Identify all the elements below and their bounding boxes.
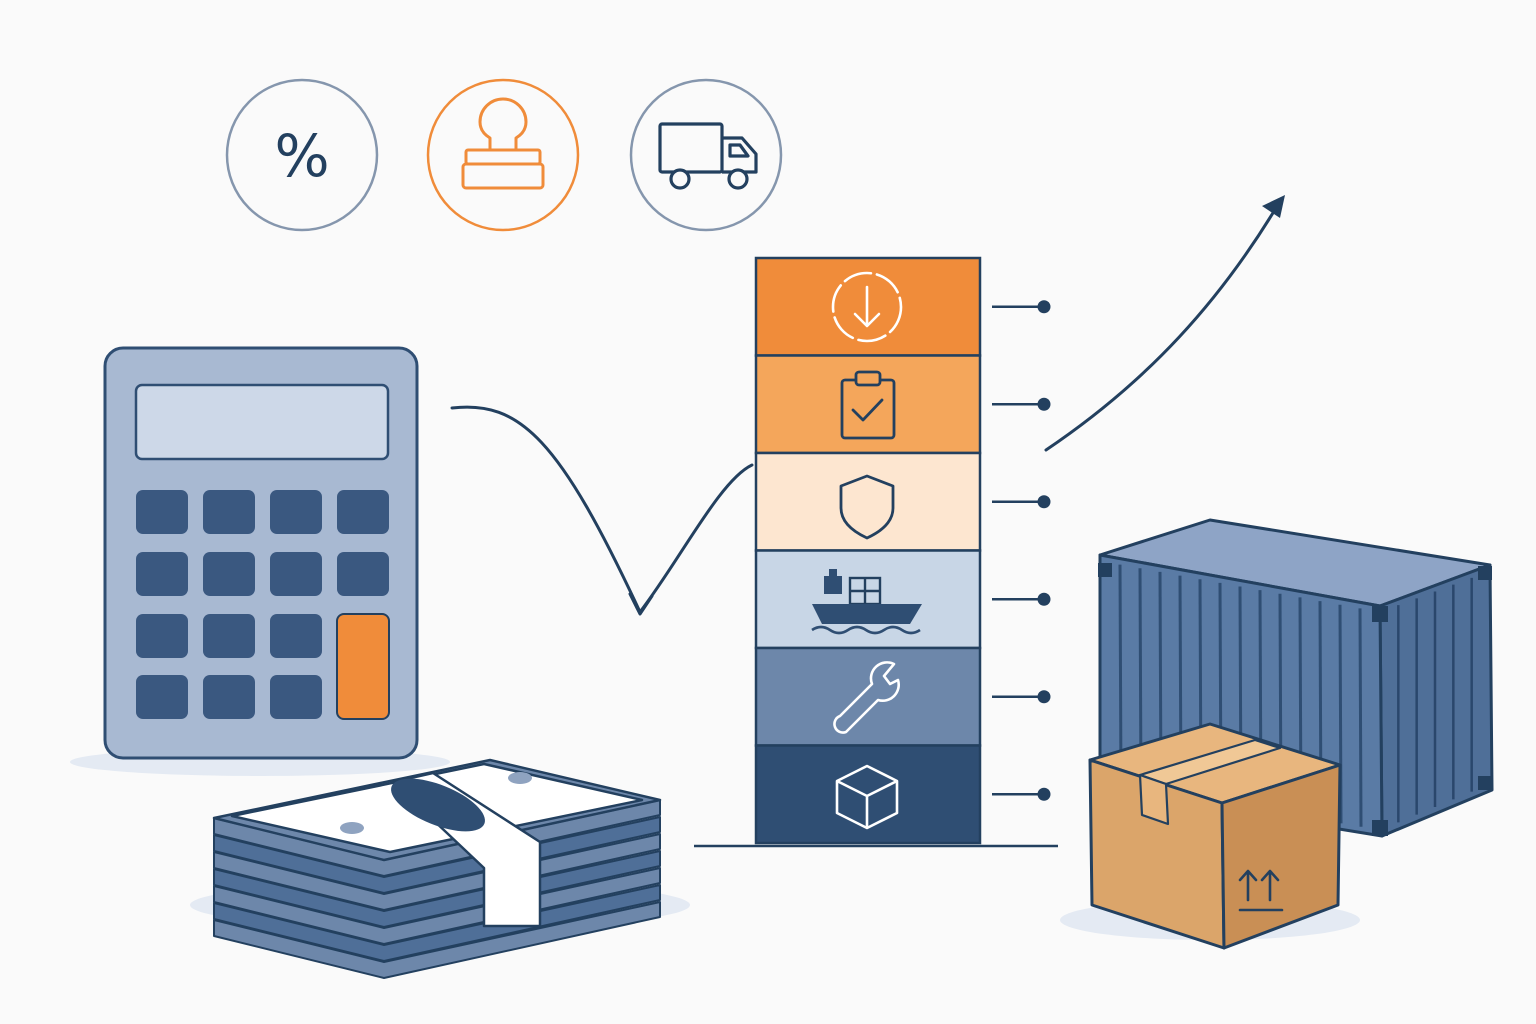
download-icon [831,271,903,343]
leader-dot [1037,690,1051,704]
leader-dot [1037,495,1051,509]
delivery-truck-icon [629,78,783,232]
container-rib [1358,608,1363,827]
growth-arrow [1044,195,1285,452]
percent-icon: % [225,78,379,232]
calculator-key [337,490,389,534]
cardboard-box-icon [1060,722,1360,950]
bill-layer [213,850,661,928]
calculator-key [270,675,322,719]
calculator-key [136,614,188,658]
cost-stack [694,256,1058,848]
bill-layer [213,884,661,962]
cost-segment [754,451,982,552]
leader-dot [1037,592,1051,606]
clipboard-check-icon [840,370,896,440]
bill-layer [213,901,661,979]
calculator-key [203,675,255,719]
calculator-key [203,614,255,658]
calculator-key [337,552,389,596]
calculator-keypad [136,490,390,720]
leader-dot [1037,787,1051,801]
rubber-stamp-icon [426,78,580,232]
cash-stack-icon [190,758,690,979]
wrench-icon [833,661,900,734]
leader-dot [1037,300,1051,314]
calculator-key [136,490,188,534]
top-icon-row: % [225,78,783,232]
calculator-icon [70,346,450,776]
calculator-key [270,490,322,534]
bill-layer [213,833,661,911]
calculator-key [270,614,322,658]
leader-dot [1037,397,1051,411]
calculator-key [203,490,255,534]
calculator-key [136,675,188,719]
calculator-equals-key [336,613,390,720]
cube-icon [835,764,899,830]
flow-line [450,405,754,616]
calculator-key [203,552,255,596]
percent-glyph: % [274,122,329,190]
cargo-ship-icon [811,569,922,635]
cost-segment [754,646,982,747]
calculator-key [270,552,322,596]
calculator-key [136,552,188,596]
bill-layer [213,816,661,894]
bill-layer [213,867,661,945]
calculator-display [134,383,390,461]
shield-icon [839,474,895,540]
cost-segment [754,549,982,650]
this-way-up-arrows-icon [1238,869,1284,912]
